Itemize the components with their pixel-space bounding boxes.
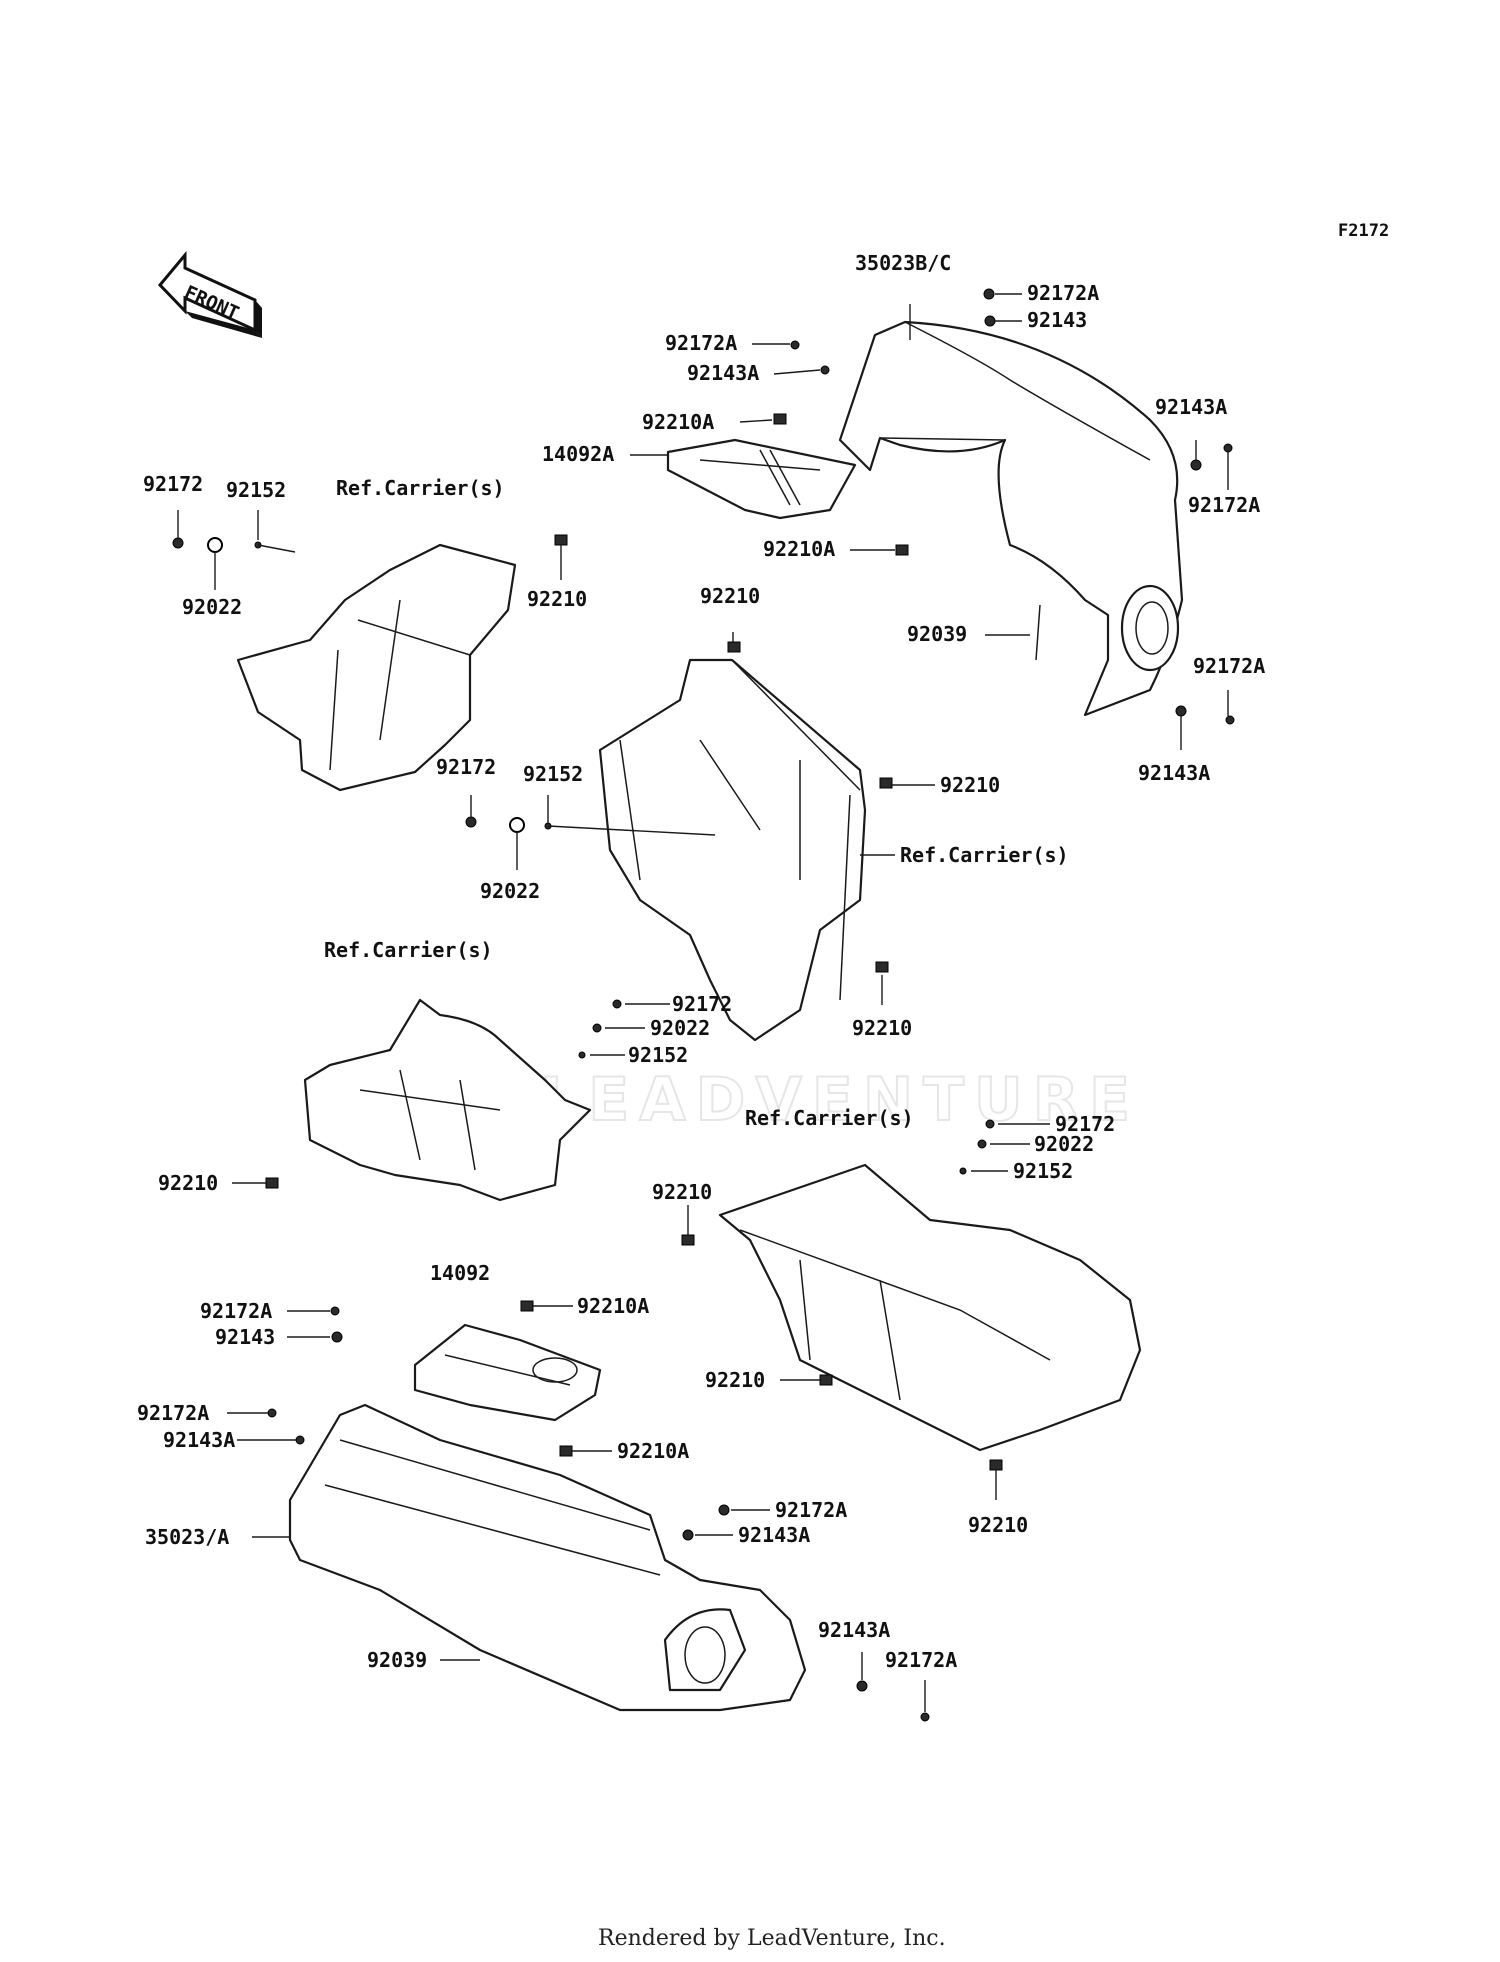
label-ref-carrier-1: Ref.Carrier(s) bbox=[336, 476, 505, 500]
label-35023bc: 35023B/C bbox=[855, 251, 951, 275]
label-92210-7: 92210 bbox=[705, 1368, 765, 1392]
label-92172a-3: 92172A bbox=[1188, 493, 1260, 517]
cover-plate-14092 bbox=[413, 1323, 602, 1422]
front-arrow-icon: FRONT bbox=[157, 250, 262, 338]
label-92143a-6: 92143A bbox=[818, 1618, 890, 1642]
label-92143a-5: 92143A bbox=[738, 1523, 810, 1547]
part-labels: 35023B/C 92172A 92143 92172A 92143A 9221… bbox=[137, 251, 1265, 1672]
label-92022-4: 92022 bbox=[1034, 1132, 1094, 1156]
label-92143-2: 92143 bbox=[215, 1325, 275, 1349]
hardware bbox=[172, 288, 1235, 1722]
carrier-upper-left bbox=[236, 543, 517, 792]
label-92152-4: 92152 bbox=[1013, 1159, 1073, 1183]
label-92210-6: 92210 bbox=[652, 1180, 712, 1204]
label-92039-1: 92039 bbox=[907, 622, 967, 646]
label-ref-carrier-2: Ref.Carrier(s) bbox=[900, 843, 1069, 867]
label-92143a-1: 92143A bbox=[687, 361, 759, 385]
label-92152-1: 92152 bbox=[226, 478, 286, 502]
label-92172a-2: 92172A bbox=[665, 331, 737, 355]
label-14092a: 14092A bbox=[542, 442, 614, 466]
label-92022-3: 92022 bbox=[650, 1016, 710, 1040]
label-92022-1: 92022 bbox=[182, 595, 242, 619]
label-92172-3: 92172 bbox=[672, 992, 732, 1016]
label-92172-2: 92172 bbox=[436, 755, 496, 779]
label-92039-2: 92039 bbox=[367, 1648, 427, 1672]
label-92172a-8: 92172A bbox=[885, 1648, 957, 1672]
label-92210-4: 92210 bbox=[852, 1016, 912, 1040]
label-ref-carrier-4: Ref.Carrier(s) bbox=[745, 1106, 914, 1130]
rear-cover-upper bbox=[838, 320, 1184, 717]
cover-plate-14092a bbox=[666, 438, 857, 520]
label-92172a-5: 92172A bbox=[200, 1299, 272, 1323]
label-92152-2: 92152 bbox=[523, 762, 583, 786]
label-92210-3: 92210 bbox=[940, 773, 1000, 797]
label-92172-1: 92172 bbox=[143, 472, 203, 496]
label-92172a-1: 92172A bbox=[1027, 281, 1099, 305]
rear-cover-lower bbox=[288, 1403, 807, 1712]
label-92022-2: 92022 bbox=[480, 879, 540, 903]
footer-credit: Rendered by LeadVenture, Inc. bbox=[598, 1926, 946, 1951]
label-ref-carrier-3: Ref.Carrier(s) bbox=[324, 938, 493, 962]
label-92143a-3: 92143A bbox=[1138, 761, 1210, 785]
label-92172a-4: 92172A bbox=[1193, 654, 1265, 678]
leader-lines bbox=[177, 293, 1229, 1712]
label-92210-2: 92210 bbox=[700, 584, 760, 608]
label-92210-5: 92210 bbox=[158, 1171, 218, 1195]
label-92210a-1: 92210A bbox=[642, 410, 714, 434]
label-14092: 14092 bbox=[430, 1261, 490, 1285]
label-92172-4: 92172 bbox=[1055, 1112, 1115, 1136]
label-92210a-4: 92210A bbox=[617, 1439, 689, 1463]
label-92210a-2: 92210A bbox=[763, 537, 835, 561]
carrier-middle bbox=[598, 658, 867, 1042]
label-92210-1: 92210 bbox=[527, 587, 587, 611]
carrier-lower-left bbox=[303, 998, 592, 1202]
label-92143a-2: 92143A bbox=[1155, 395, 1227, 419]
label-92143-1: 92143 bbox=[1027, 308, 1087, 332]
carrier-lower-right bbox=[718, 1163, 1142, 1452]
label-92152-3: 92152 bbox=[628, 1043, 688, 1067]
label-35023a: 35023/A bbox=[145, 1525, 229, 1549]
diagram-code: F2172 bbox=[1338, 221, 1389, 241]
label-92210a-3: 92210A bbox=[577, 1294, 649, 1318]
label-92210-8: 92210 bbox=[968, 1513, 1028, 1537]
label-92172a-6: 92172A bbox=[137, 1401, 209, 1425]
label-92172a-7: 92172A bbox=[775, 1498, 847, 1522]
label-92143a-4: 92143A bbox=[163, 1428, 235, 1452]
